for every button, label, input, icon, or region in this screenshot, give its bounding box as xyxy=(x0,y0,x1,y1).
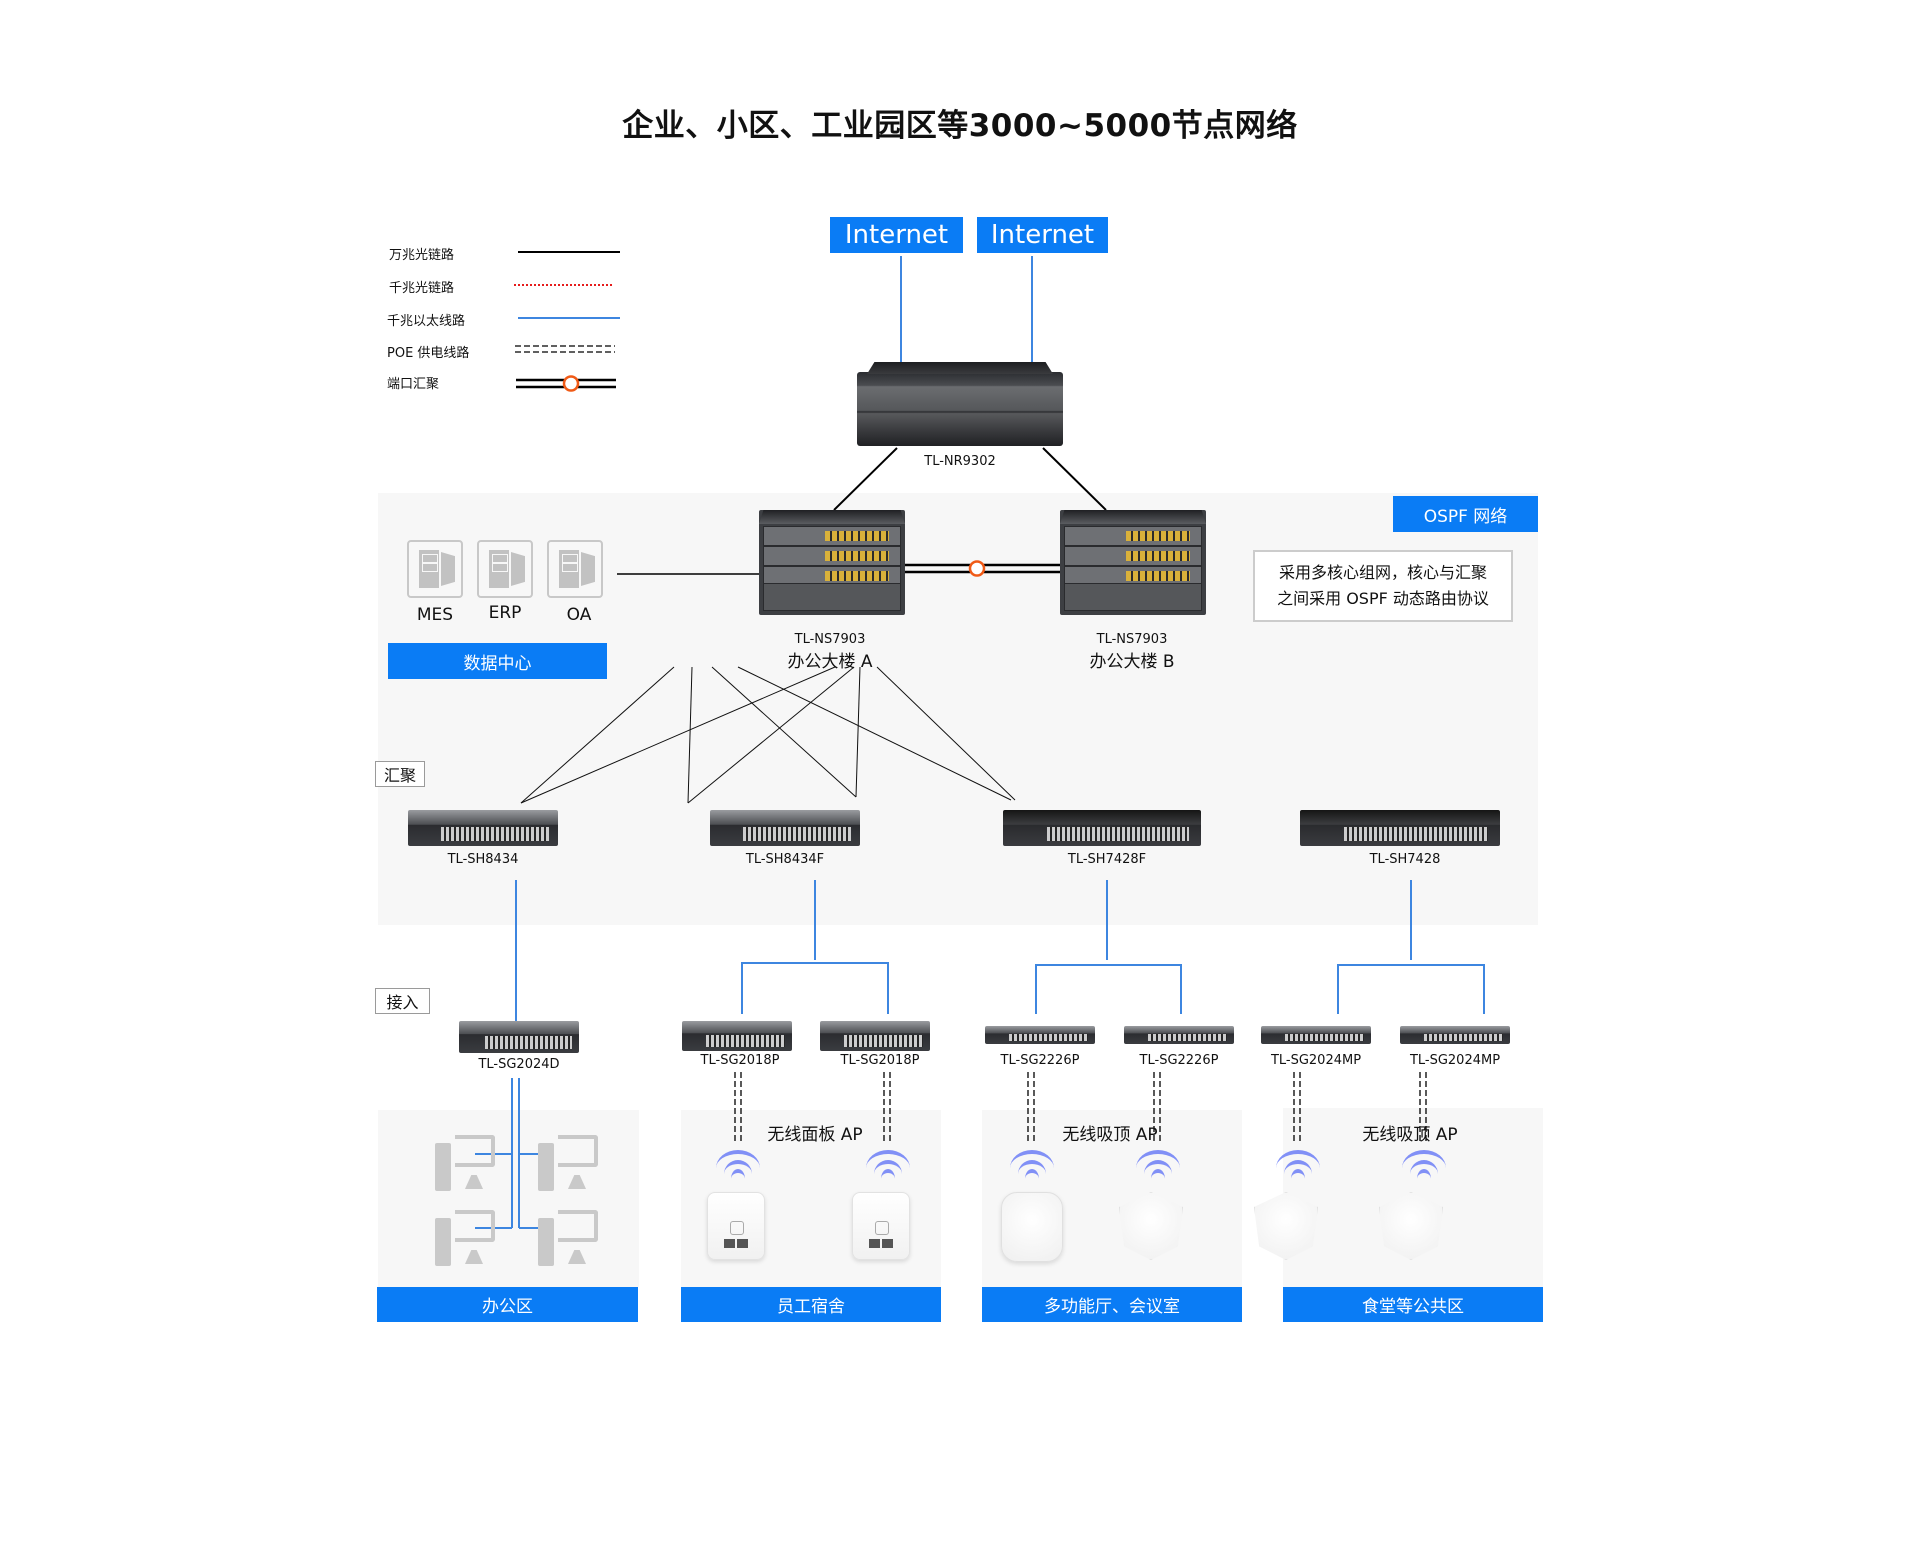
access-switch-3 xyxy=(820,1021,930,1051)
access-label-7: TL-SG2024MP xyxy=(1409,1053,1501,1068)
internet-badge-1: Internet xyxy=(830,217,963,253)
ap-label-panel: 无线面板 AP xyxy=(767,1125,863,1145)
aggregation-label-3: TL-SH7428F xyxy=(1067,852,1147,867)
link-coreB-agg3 xyxy=(855,666,861,798)
link-coreA-agg4 xyxy=(737,666,1012,801)
link-coreB-agg4 xyxy=(876,666,1016,801)
ap-label-ceiling-canteen: 无线吸顶 AP xyxy=(1362,1125,1458,1145)
zone-label-canteen: 食堂等公共区 xyxy=(1283,1287,1543,1322)
wifi-signal-icon xyxy=(708,1150,768,1180)
aggregation-switch-3 xyxy=(1003,810,1201,846)
server-icon-oa xyxy=(547,540,603,598)
core-b-location: 办公大楼 B xyxy=(1089,652,1175,672)
server-icon-mes xyxy=(407,540,463,598)
page-title: 企业、小区、工业园区等3000~5000节点网络 xyxy=(622,108,1298,144)
zone-label-office: 办公区 xyxy=(377,1287,638,1322)
link-coreA-agg3 xyxy=(711,666,857,798)
ospf-note-line2: 之间采用 OSPF 动态路由协议 xyxy=(1277,589,1489,608)
access-switch-4 xyxy=(985,1026,1095,1044)
access-label-4: TL-SG2226P xyxy=(1000,1053,1080,1068)
panel-ap-device xyxy=(852,1192,910,1260)
link-agg3-access xyxy=(1035,964,1182,1014)
ospf-note-line1: 采用多核心组网，核心与汇聚 xyxy=(1278,563,1487,582)
server-icon-erp xyxy=(477,540,533,598)
access-label-3: TL-SG2018P xyxy=(840,1053,920,1068)
core-b-model: TL-NS7903 xyxy=(1096,632,1168,647)
access-label-6: TL-SG2024MP xyxy=(1270,1053,1362,1068)
link-router-coreA xyxy=(833,447,898,511)
aggregation-switch-2 xyxy=(710,810,860,846)
wifi-signal-icon xyxy=(1268,1150,1328,1180)
pc-icon xyxy=(435,1210,497,1266)
aggregation-label-1: TL-SH8434 xyxy=(447,852,519,867)
aggregation-switch-4 xyxy=(1300,810,1500,846)
data-center-label: 数据中心 xyxy=(388,643,607,679)
panel-ap-device xyxy=(707,1192,765,1260)
aggregation-label-2: TL-SH8434F xyxy=(745,852,825,867)
core-a-model: TL-NS7903 xyxy=(794,632,866,647)
wifi-signal-icon xyxy=(1394,1150,1454,1180)
link-agg4-access xyxy=(1337,964,1485,1014)
layer-tag-access: 接入 xyxy=(375,988,430,1014)
core-trunk-ring xyxy=(968,560,986,577)
wifi-signal-icon xyxy=(1002,1150,1062,1180)
access-label-5: TL-SG2226P xyxy=(1139,1053,1219,1068)
link-agg2-access xyxy=(741,962,889,1014)
access-switch-1 xyxy=(459,1021,579,1053)
link-coreA-agg1 xyxy=(520,666,675,804)
server-label-oa: OA xyxy=(566,605,592,625)
link-coreB-agg2 xyxy=(687,666,855,804)
server-label-erp: ERP xyxy=(488,603,522,623)
link-coreB-agg1 xyxy=(520,666,836,804)
ceiling-ap-device xyxy=(1379,1192,1443,1260)
legend-label-port-aggregation: 端口汇聚 xyxy=(387,377,440,392)
ospf-badge: OSPF 网络 xyxy=(1393,496,1538,532)
internet-badge-2: Internet xyxy=(977,217,1108,253)
server-label-mes: MES xyxy=(416,605,454,625)
ap-label-ceiling-hall: 无线吸顶 AP xyxy=(1062,1125,1158,1145)
pc-icon xyxy=(538,1210,600,1266)
router-device xyxy=(857,372,1063,446)
zone-label-hall: 多功能厅、会议室 xyxy=(982,1287,1242,1322)
access-switch-2 xyxy=(682,1021,792,1051)
legend-label-ethernet: 千兆以太线路 xyxy=(387,314,466,329)
legend-label-10g-fiber: 万兆光链路 xyxy=(389,248,455,263)
wifi-signal-icon xyxy=(858,1150,918,1180)
ospf-note: 采用多核心组网，核心与汇聚 之间采用 OSPF 动态路由协议 xyxy=(1253,550,1513,622)
ceiling-ap-device xyxy=(1001,1192,1063,1262)
legend-agg-ring xyxy=(562,375,580,392)
link-coreA-agg2 xyxy=(687,666,693,804)
router-label: TL-NR9302 xyxy=(924,454,996,469)
pc-icon xyxy=(435,1135,497,1191)
core-switch-a xyxy=(759,510,905,615)
access-label-2: TL-SG2018P xyxy=(700,1053,780,1068)
access-switch-6 xyxy=(1261,1026,1371,1044)
pc-icon xyxy=(538,1135,600,1191)
zone-label-dorm: 员工宿舍 xyxy=(681,1287,941,1322)
layer-tag-aggregation: 汇聚 xyxy=(375,761,425,787)
aggregation-label-4: TL-SH7428 xyxy=(1369,852,1441,867)
link-router-coreB xyxy=(1042,447,1107,511)
core-a-location: 办公大楼 A xyxy=(787,652,873,672)
access-switch-5 xyxy=(1124,1026,1234,1044)
wifi-signal-icon xyxy=(1128,1150,1188,1180)
access-switch-7 xyxy=(1400,1026,1510,1044)
legend-label-1g-fiber: 千兆光链路 xyxy=(389,281,455,296)
core-switch-b xyxy=(1060,510,1206,615)
legend-label-poe: POE 供电线路 xyxy=(387,346,470,361)
aggregation-switch-1 xyxy=(408,810,558,846)
access-label-1: TL-SG2024D xyxy=(478,1057,560,1072)
